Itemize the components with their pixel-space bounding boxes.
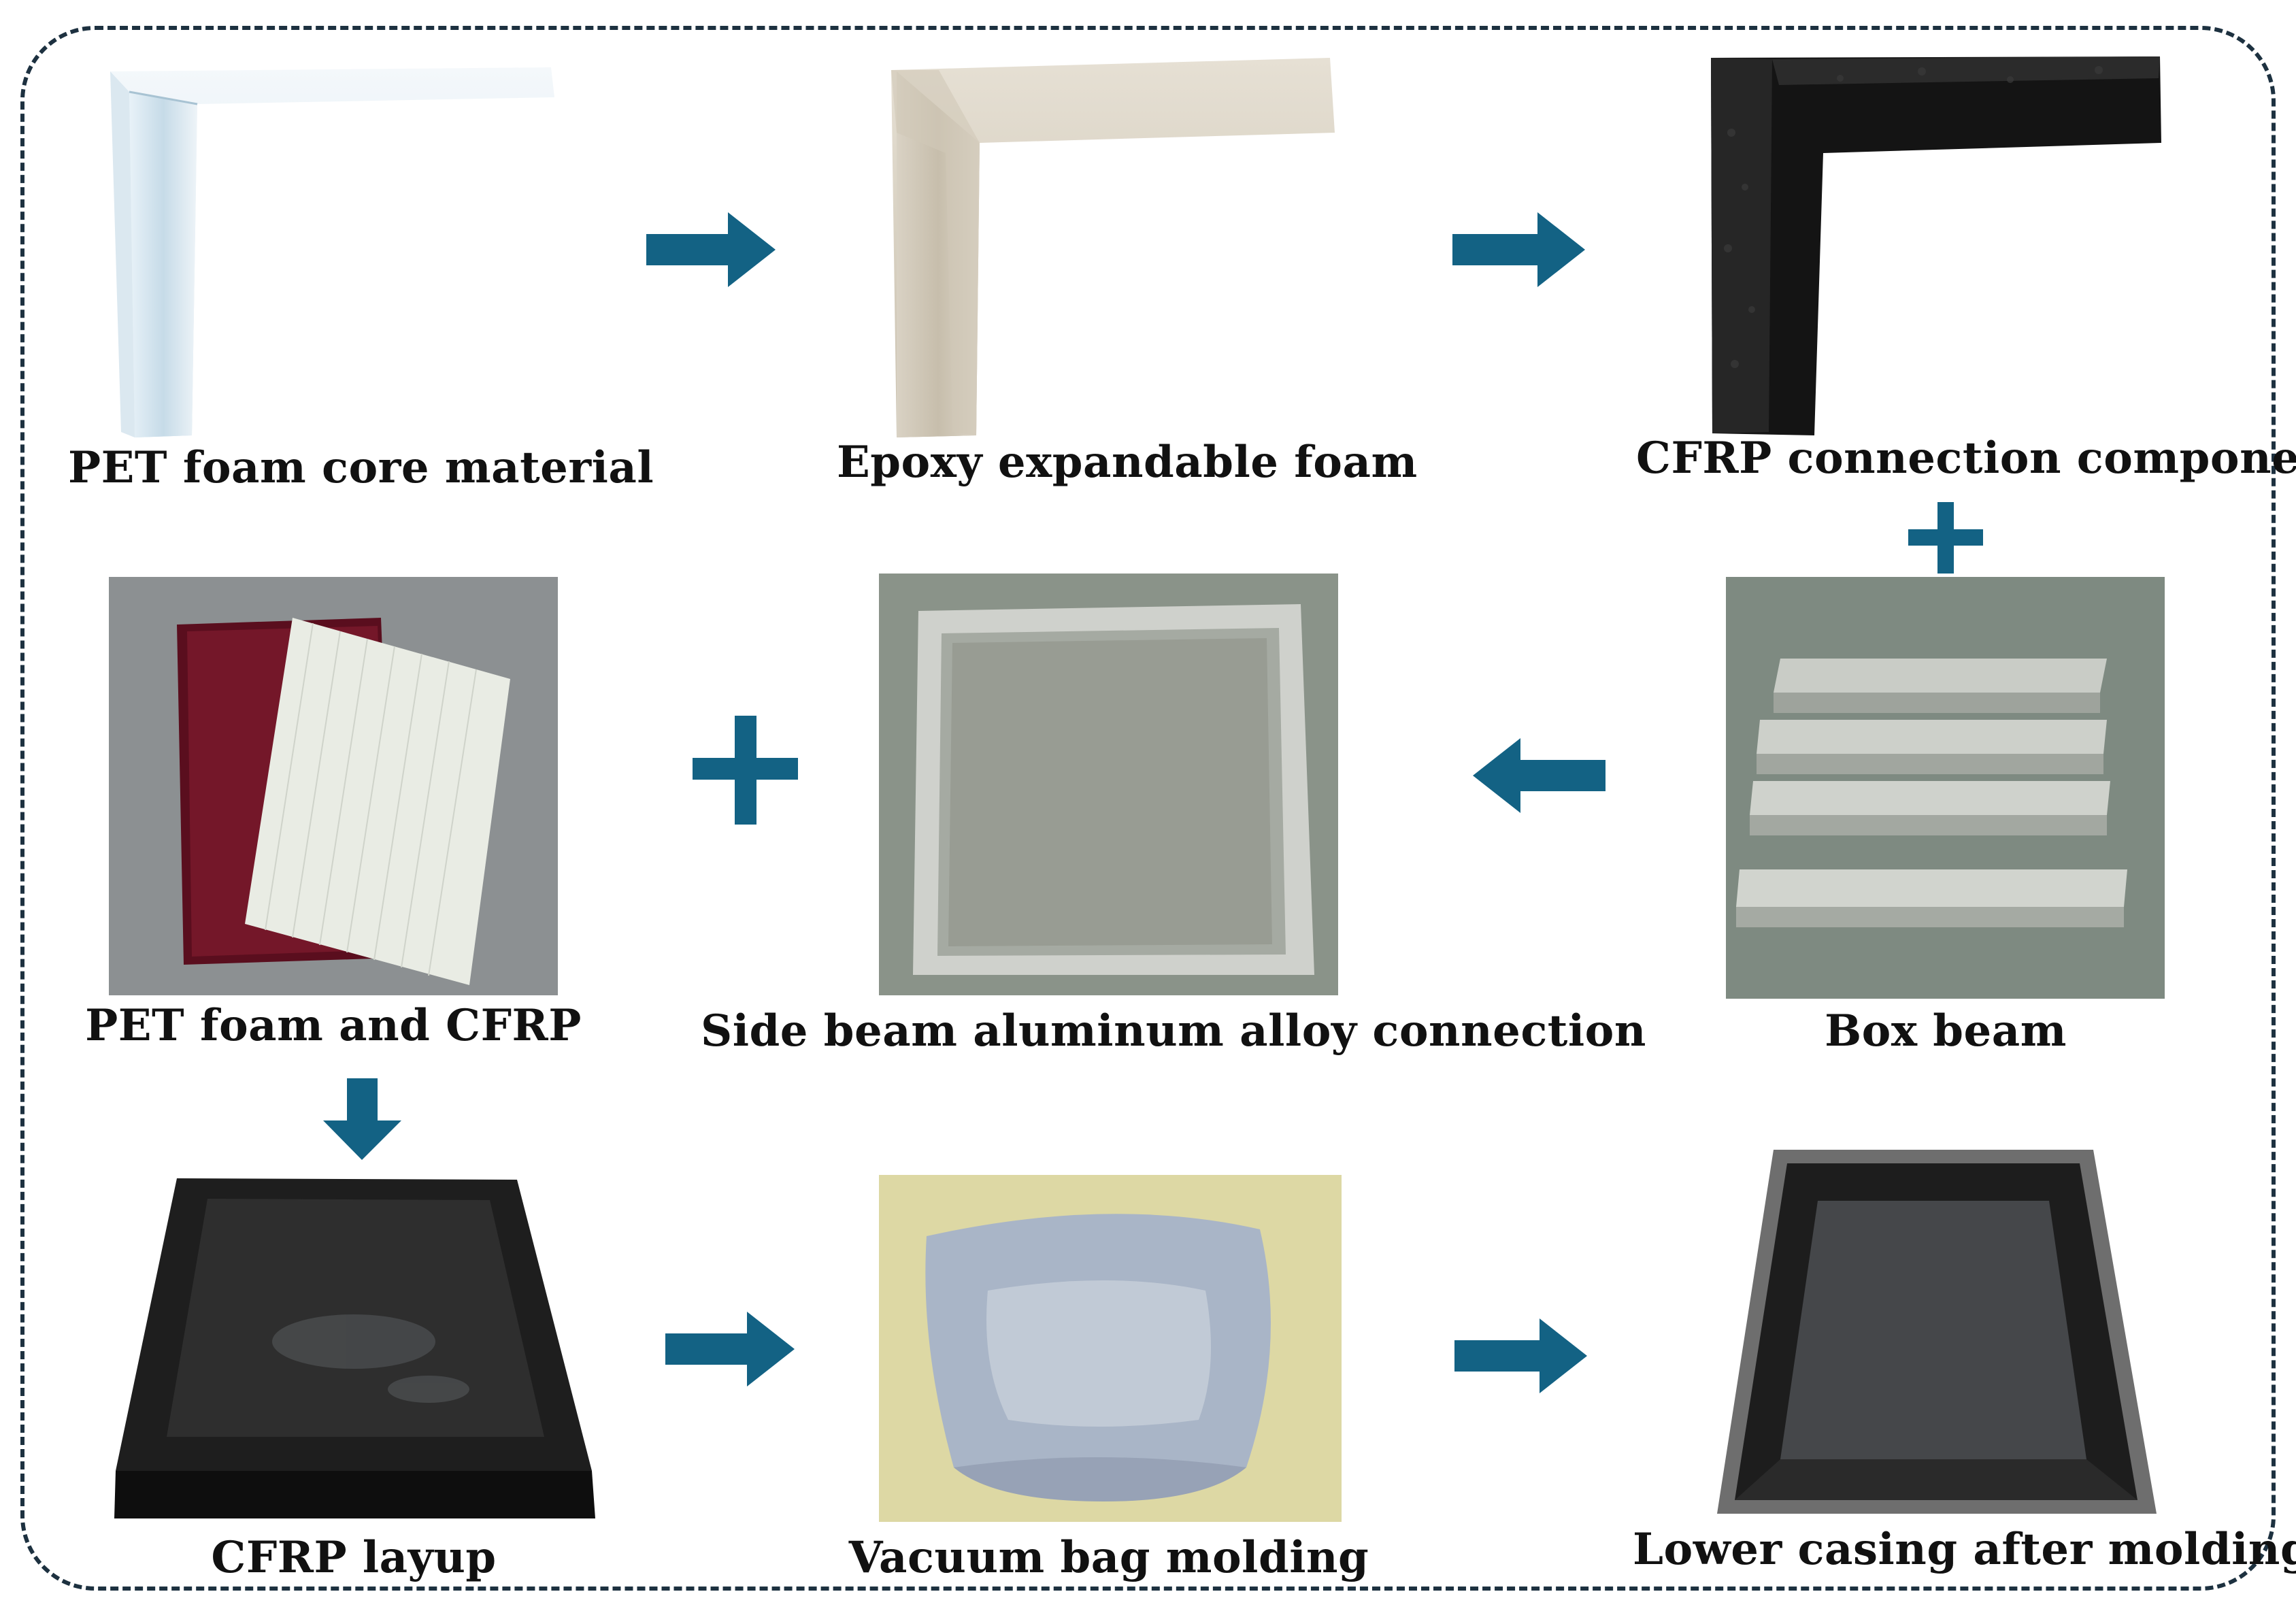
dashed-frame	[20, 26, 2276, 1591]
epoxy-foam-label: Epoxy expandable foam	[837, 437, 1418, 488]
arrow-right-icon	[1452, 212, 1585, 287]
cfrp-connection-label: CFRP connection component	[1636, 433, 2296, 484]
arrow-right-icon	[665, 1312, 795, 1386]
arrow-right-icon	[1454, 1318, 1587, 1393]
box-beam-label: Box beam	[1825, 1006, 2067, 1057]
box-beam-photo	[1726, 577, 2165, 999]
pet-foam-core-label: PET foam core material	[68, 442, 654, 493]
lower-casing-photo	[1716, 1146, 2158, 1517]
arrow-left-icon	[1473, 738, 1605, 813]
plus-icon	[1908, 502, 1983, 574]
cfrp-layup-photo	[109, 1172, 599, 1525]
cfrp-connection-photo	[1704, 51, 2167, 439]
arrow-down-icon	[323, 1078, 401, 1160]
side-beam-label: Side beam aluminum alloy connection	[701, 1006, 1646, 1057]
cfrp-layup-label: CFRP layup	[211, 1532, 497, 1583]
pet-foam-cfrp-label: PET foam and CFRP	[85, 1000, 582, 1051]
arrow-right-icon	[646, 212, 776, 287]
plus-icon	[693, 716, 798, 825]
pet-foam-core-photo	[102, 65, 565, 446]
lower-casing-label: Lower casing after molding	[1633, 1524, 2296, 1575]
vacuum-bag-photo	[879, 1175, 1342, 1522]
side-beam-photo	[879, 574, 1338, 995]
vacuum-bag-label: Vacuum bag molding	[848, 1532, 1369, 1583]
pet-foam-cfrp-photo	[109, 577, 558, 995]
epoxy-foam-photo	[878, 51, 1340, 442]
